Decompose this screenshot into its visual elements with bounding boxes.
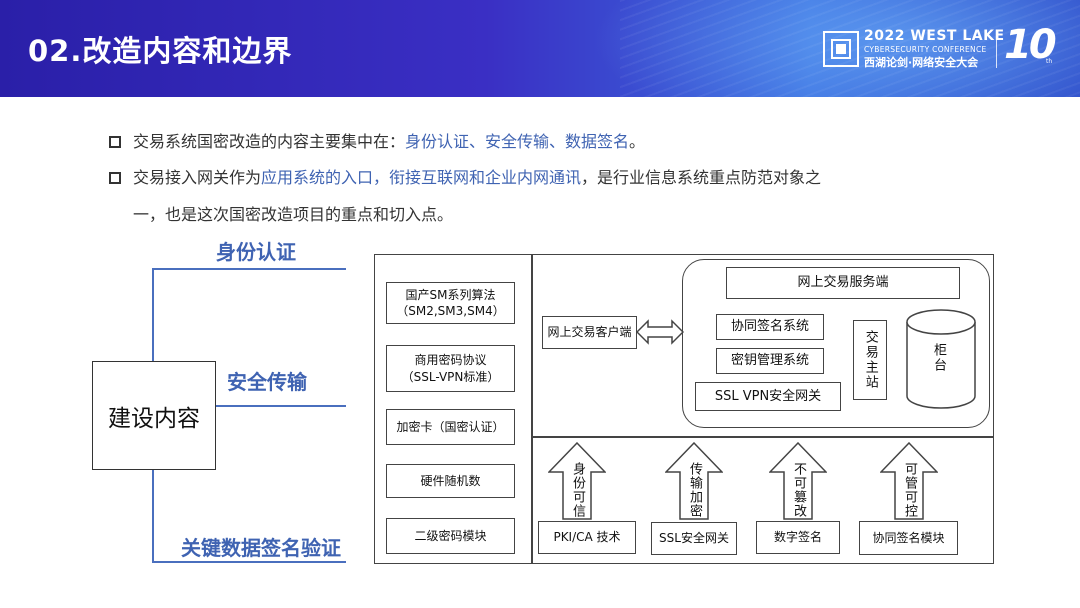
- label-identity-auth: 身份认证: [216, 240, 296, 264]
- tenth-anniversary-suffix: th: [1046, 58, 1053, 65]
- connector-line: [152, 268, 154, 361]
- co-signing-system-box: 协同签名系统: [716, 314, 824, 340]
- label-secure-transport: 安全传输: [227, 370, 307, 394]
- tenth-anniversary-logo: 10: [1004, 22, 1057, 68]
- conference-name: 2022 WEST LAKE: [864, 28, 1005, 44]
- bullet-square-icon: [109, 136, 121, 148]
- arrow-label-manageable: 可管可控: [902, 462, 917, 518]
- key-management-system-box: 密钥管理系统: [716, 348, 824, 374]
- counter-database-cylinder-icon: [906, 309, 976, 409]
- online-trading-server-box: 网上交易服务端: [726, 267, 960, 299]
- bullet-square-icon: [109, 172, 121, 184]
- row-divider: [531, 436, 994, 438]
- server-side-area: [682, 259, 990, 428]
- column-divider: [531, 254, 533, 564]
- ssl-security-gateway-box: SSL安全网关: [651, 522, 737, 555]
- connector-line: [216, 405, 346, 407]
- online-trading-client-box: 网上交易客户端: [542, 316, 637, 349]
- counter-label: 柜台: [931, 343, 946, 373]
- sm-algorithms-box: 国产SM系列算法 （SM2,SM3,SM4）: [386, 282, 515, 324]
- up-arrow-icon: [548, 442, 606, 520]
- up-arrow-icon: [880, 442, 938, 520]
- encryption-card-box: 加密卡（国密认证）: [386, 409, 515, 445]
- connector-line: [152, 470, 154, 562]
- conference-chinese-name: 西湖论剑·网络安全大会: [864, 56, 979, 69]
- digital-signature-box: 数字签名: [756, 521, 840, 554]
- connector-line: [152, 561, 346, 563]
- header-banner: 02.改造内容和边界 2022 WEST LAKE CYBERSECURITY …: [0, 0, 1080, 97]
- level2-crypto-module-box: 二级密码模块: [386, 518, 515, 554]
- conference-subtitle: CYBERSECURITY CONFERENCE: [864, 45, 987, 54]
- pki-ca-tech-box: PKI/CA 技术: [538, 521, 636, 554]
- up-arrow-icon: [665, 442, 723, 520]
- arrow-label-transport-encryption: 传输加密: [687, 462, 702, 518]
- architecture-frame: [374, 254, 994, 564]
- ssl-vpn-gateway-box: SSL VPN安全网关: [695, 382, 841, 411]
- connector-line: [152, 268, 346, 270]
- bullet-point-2: 交易接入网关作为应用系统的入口，衔接互联网和企业内网通讯，是行业信息系统重点防范…: [109, 164, 821, 188]
- bidirectional-arrow-icon: [636, 319, 684, 345]
- logo-divider: [996, 30, 997, 68]
- trading-main-station-box: 交易主站: [853, 320, 887, 400]
- construction-content-box: 建设内容: [92, 361, 216, 470]
- bullet-point-2-continuation: 一，也是这次国密改造项目的重点和切入点。: [133, 205, 454, 224]
- arrow-label-identity-trust: 身份可信: [570, 462, 585, 518]
- label-data-signature: 关键数据签名验证: [181, 536, 341, 560]
- co-signing-module-box: 协同签名模块: [859, 521, 958, 555]
- conference-logo-icon: [823, 31, 859, 67]
- page-title: 02.改造内容和边界: [28, 34, 293, 68]
- bullet-point-1: 交易系统国密改造的内容主要集中在：身份认证、安全传输、数据签名。: [109, 128, 645, 152]
- hardware-random-box: 硬件随机数: [386, 464, 515, 498]
- up-arrow-icon: [769, 442, 827, 520]
- arrow-label-tamper-proof: 不可篡改: [791, 462, 806, 518]
- commercial-crypto-protocol-box: 商用密码协议 （SSL-VPN标准）: [386, 345, 515, 392]
